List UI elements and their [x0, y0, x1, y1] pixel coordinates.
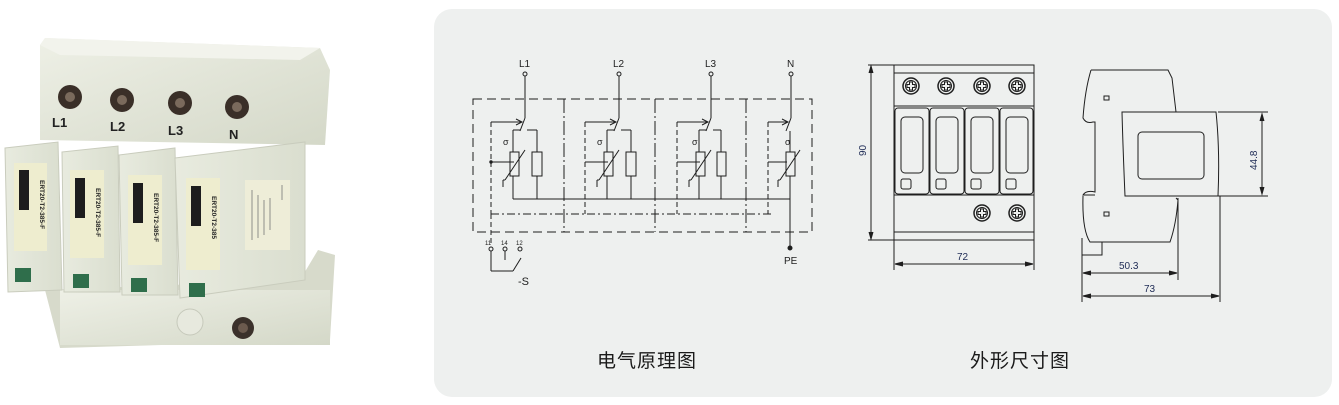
pole-l3: [676, 71, 727, 214]
thermal-symbol: σ: [503, 137, 509, 147]
module-label: ERT20-T2-385: [210, 196, 217, 239]
contact-label-12: 12: [516, 241, 523, 247]
status-indicator: [189, 283, 205, 297]
schematic-caption: 电气原理图: [597, 350, 698, 372]
front-modules: [894, 107, 1034, 195]
module-enclosure: [472, 98, 813, 233]
dimension-caption: 外形尺寸图: [970, 350, 1071, 372]
thermal-symbol: σ: [692, 137, 698, 147]
contact-label-11: 11: [485, 241, 492, 247]
terminal-label-l1: L1: [52, 115, 67, 130]
thermal-symbol: σ: [785, 137, 791, 147]
terminal-label-l3: L3: [168, 123, 183, 138]
status-indicator: [131, 278, 147, 292]
dim-front-height: 90: [858, 144, 869, 156]
line-label-l3: L3: [705, 59, 717, 70]
module-2: ERT20-T2-385-F: [61, 145, 121, 293]
contact-label-14: 14: [501, 241, 508, 247]
module-3: ERT20-T2-385-F: [118, 147, 179, 296]
dim-side-depth-inner: 50.3: [1119, 261, 1139, 272]
dim-side-window-height: 44.8: [1249, 150, 1260, 170]
side-info-label: [245, 180, 290, 250]
switch-label: -S: [518, 276, 529, 288]
module-label: ERT20-T2-385-F: [38, 180, 45, 229]
pole-l2: [584, 71, 637, 214]
dim-side-depth-total: 73: [1144, 284, 1156, 295]
product-photo: L1 L2 L3 N ERT20-T2-385-F ERT20-T2-385-F…: [4, 38, 335, 348]
status-indicator: [15, 268, 31, 282]
front-view-drawing: [868, 64, 1035, 270]
test-port: [176, 308, 204, 336]
line-label-n: N: [787, 59, 794, 70]
terminal-label-l2: L2: [110, 119, 125, 134]
screw-icons: [902, 77, 1026, 222]
module-1: ERT20-T2-385-F: [4, 141, 63, 293]
pole-l1: [489, 71, 543, 214]
electrical-schematic: [472, 71, 813, 272]
module-label: ERT20-T2-385-F: [94, 188, 101, 237]
terminal-screws: [58, 85, 249, 119]
dim-front-width: 72: [957, 252, 969, 263]
module-label: ERT20-T2-385-F: [152, 193, 159, 242]
line-label-l2: L2: [613, 59, 625, 70]
side-view-drawing: [1081, 69, 1268, 302]
terminal-label-n: N: [229, 127, 238, 142]
line-label-l1: L1: [519, 59, 531, 70]
thermal-symbol: σ: [597, 137, 603, 147]
status-indicator: [73, 274, 89, 288]
module-4: ERT20-T2-385: [174, 141, 306, 299]
diagram-panel: [434, 9, 1332, 397]
earth-label: PE: [784, 256, 798, 267]
top-block: [40, 38, 330, 145]
